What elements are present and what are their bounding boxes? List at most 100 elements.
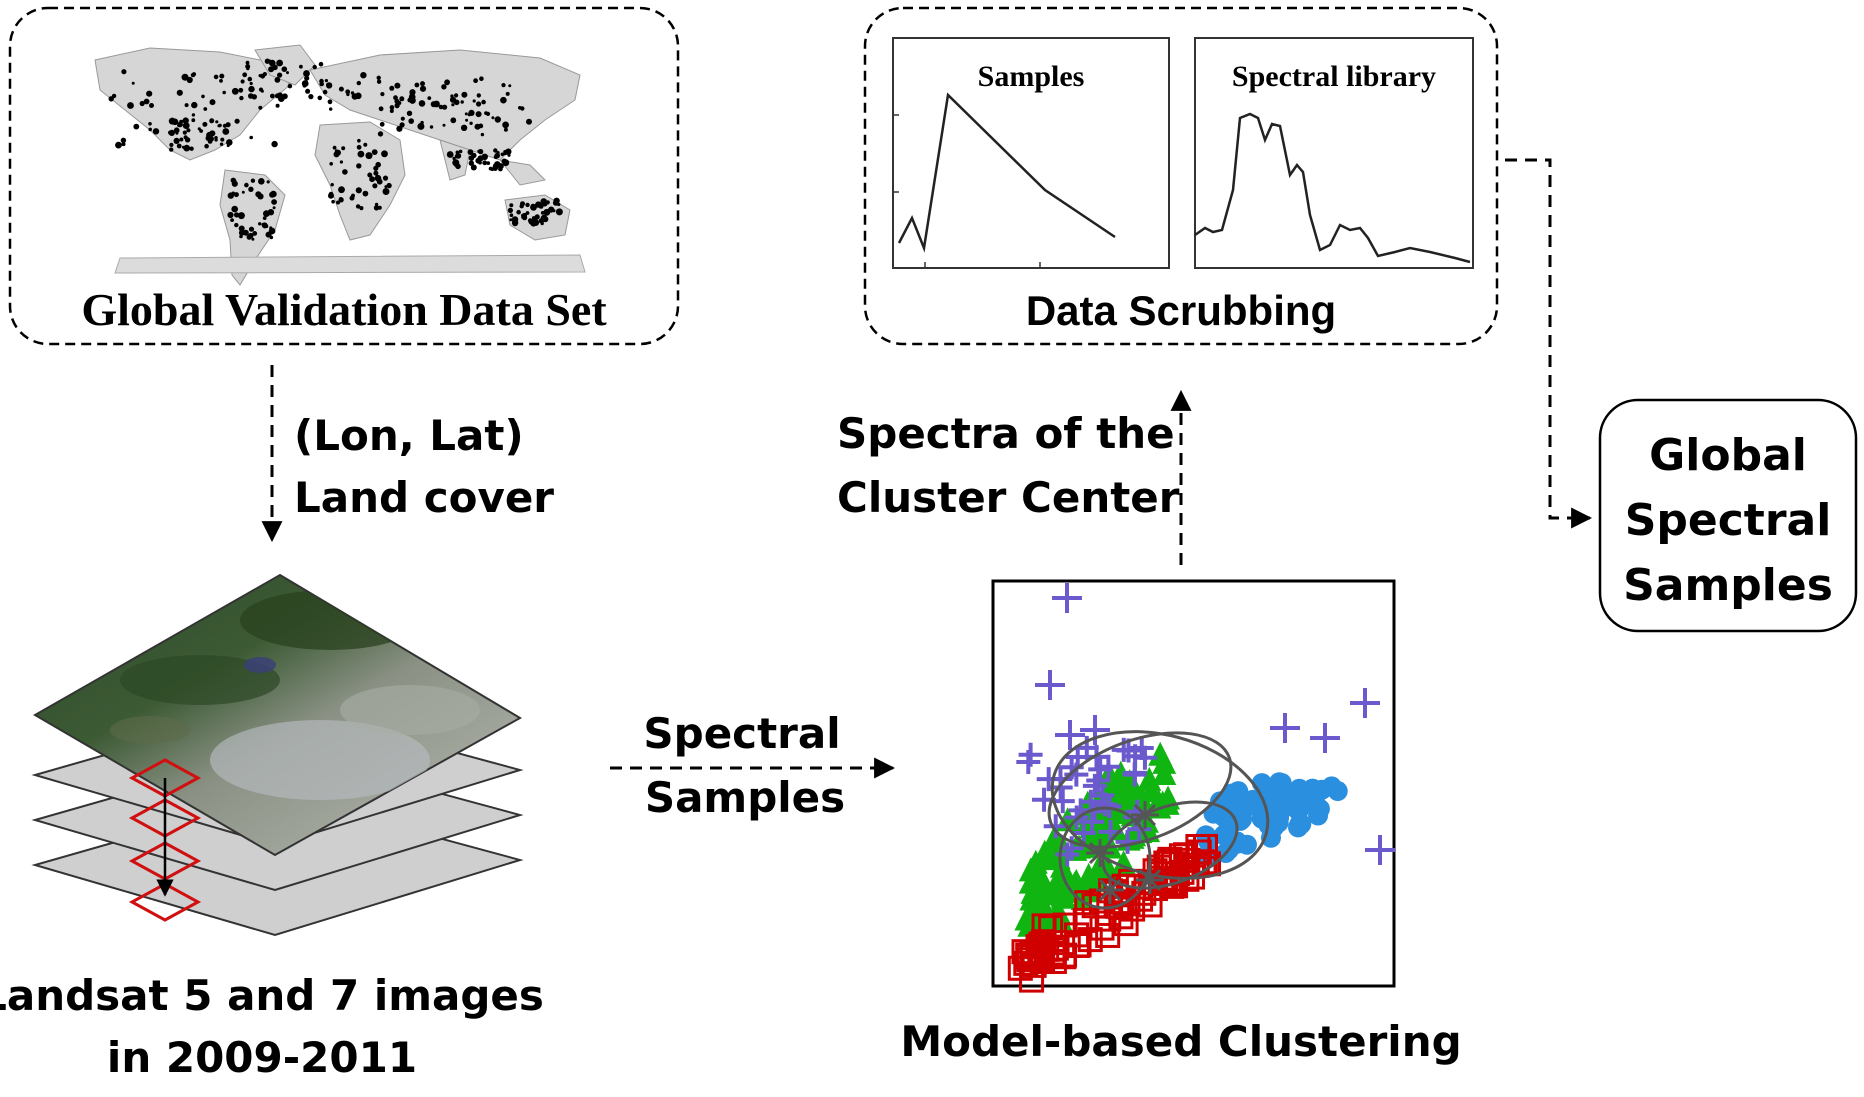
- map-sample-dot: [338, 197, 344, 203]
- cluster-point-square: [1064, 933, 1090, 959]
- map-sample-dot: [226, 144, 230, 148]
- map-sample-dot: [528, 219, 534, 225]
- map-sample-dot: [419, 85, 427, 92]
- model-clustering-label: Model-based Clustering: [900, 1017, 1461, 1066]
- map-sample-dot: [441, 84, 447, 90]
- map-sample-dot: [274, 93, 281, 99]
- map-sample-dot: [474, 123, 481, 130]
- map-sample-dot: [460, 124, 468, 131]
- map-sample-dot: [271, 199, 277, 205]
- map-sample-dot: [281, 66, 288, 72]
- spectra-center-label-line2: Cluster Center: [837, 473, 1180, 522]
- map-sample-dot: [451, 103, 455, 107]
- cluster-point-square: [1072, 907, 1098, 933]
- map-sample-dot: [503, 127, 508, 132]
- global-validation-box: Global Validation Data Set: [8, 6, 680, 346]
- map-sample-dot: [215, 120, 219, 124]
- map-sample-dot: [222, 128, 230, 135]
- map-sample-dot: [249, 135, 253, 140]
- map-sample-dot: [461, 91, 468, 98]
- map-sample-dot: [277, 72, 283, 78]
- map-sample-dot: [476, 93, 481, 98]
- map-sample-dot: [356, 163, 362, 169]
- map-sample-dot: [266, 180, 270, 184]
- map-sample-dot: [226, 139, 233, 146]
- map-sample-dot: [252, 231, 258, 236]
- map-sample-dot: [272, 206, 276, 210]
- map-sample-dot: [380, 92, 385, 97]
- map-sample-dot: [450, 117, 457, 124]
- map-sample-dot: [234, 222, 239, 228]
- map-sample-dot: [186, 128, 191, 133]
- map-sample-dot: [484, 111, 488, 115]
- map-sample-dot: [231, 87, 239, 95]
- map-sample-dot: [503, 151, 508, 156]
- map-sample-dot: [420, 81, 425, 87]
- map-sample-dot: [538, 204, 544, 209]
- map-sample-dot: [214, 138, 218, 142]
- map-sample-dot: [458, 149, 463, 154]
- map-sample-dot: [382, 188, 390, 195]
- map-sample-dot: [183, 135, 188, 140]
- map-sample-dot: [319, 81, 325, 87]
- map-sample-dot: [396, 125, 403, 132]
- cluster-point-plus: [1043, 814, 1068, 839]
- map-sample-dot: [382, 175, 389, 181]
- map-sample-dot: [508, 84, 512, 88]
- map-sample-dot: [148, 122, 152, 126]
- global-validation-title: Global Validation Data Set: [81, 284, 607, 335]
- map-sample-dot: [263, 210, 270, 218]
- library-spectrum-line: [1194, 112, 1471, 264]
- map-sample-dot: [409, 91, 414, 96]
- cluster-point-circle: [1222, 788, 1243, 809]
- map-sample-dot: [357, 150, 365, 158]
- landsat-label-line1: Landsat 5 and 7 images: [0, 971, 544, 1020]
- map-sample-dot: [249, 81, 253, 86]
- map-sample-dot: [338, 86, 344, 92]
- cluster-point-circle: [1267, 779, 1288, 800]
- map-sample-dot: [371, 149, 378, 156]
- map-sample-dot: [238, 229, 245, 236]
- map-sample-dot: [182, 122, 190, 129]
- map-sample-dot: [121, 142, 126, 147]
- map-sample-dot: [209, 118, 215, 124]
- map-sample-dot: [184, 103, 189, 108]
- map-sample-dot: [468, 155, 475, 161]
- cluster-centers: [1086, 801, 1164, 904]
- map-sample-dot: [183, 144, 191, 152]
- cluster-ellipses: [1047, 730, 1270, 910]
- map-sample-dot: [176, 89, 183, 96]
- map-sample-dot: [329, 162, 334, 166]
- map-sample-dot: [332, 145, 337, 150]
- map-sample-dot: [143, 98, 150, 105]
- map-sample-dot: [299, 64, 303, 69]
- map-sample-dot: [227, 211, 234, 219]
- map-sample-dot: [356, 80, 361, 86]
- map-sample-dot: [417, 122, 425, 130]
- spectral-library-panel: Spectral library: [1194, 37, 1474, 269]
- map-sample-dot: [127, 102, 134, 109]
- cluster-point-circle: [1268, 812, 1289, 833]
- map-sample-dot: [231, 180, 238, 187]
- map-sample-dot: [206, 131, 213, 139]
- cluster-point-plus: [1055, 720, 1085, 750]
- map-sample-dot: [386, 182, 392, 189]
- map-sample-dot: [233, 192, 239, 198]
- cluster-point-circle: [1285, 798, 1306, 819]
- map-sample-dot: [220, 137, 225, 142]
- map-sample-dot: [355, 187, 362, 194]
- cluster-point-square: [1040, 940, 1066, 966]
- map-sample-dot: [530, 203, 535, 208]
- map-sample-dot: [248, 85, 255, 93]
- map-sample-dot: [250, 178, 256, 183]
- map-sample-dot: [497, 163, 504, 170]
- data-scrubbing-title: Data Scrubbing: [1026, 287, 1336, 334]
- map-sample-dot: [286, 71, 289, 75]
- cluster-point-square: [1193, 833, 1219, 859]
- map-sample-dot: [345, 89, 351, 95]
- output-label-line2: Spectral: [1625, 495, 1832, 546]
- map-sample-dot: [467, 113, 471, 117]
- cluster-point-plus: [1270, 713, 1300, 743]
- cluster-point-circle: [1305, 786, 1326, 807]
